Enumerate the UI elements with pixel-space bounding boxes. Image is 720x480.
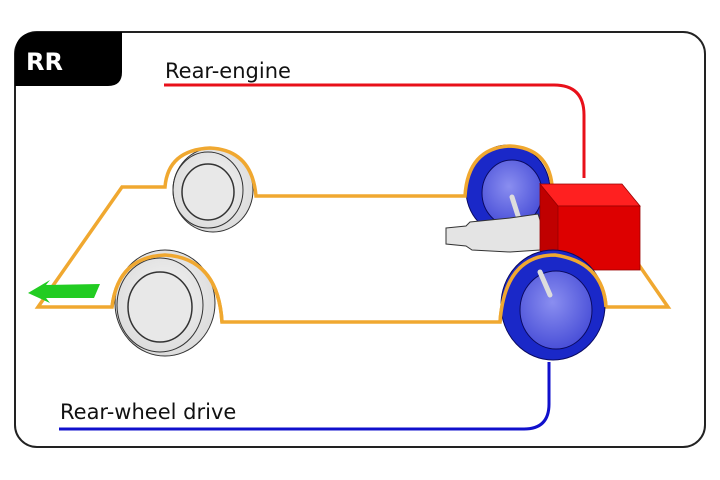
rear-wheel-far (465, 144, 551, 236)
drive-label: Rear-wheel drive (60, 400, 236, 424)
direction-arrow-icon (28, 280, 100, 303)
layout-badge-label: RR (26, 48, 63, 76)
engine-callout-line (164, 83, 586, 178)
drive-callout-line (59, 362, 551, 431)
layout-badge (15, 32, 122, 86)
front-wheel-far (172, 147, 254, 233)
rear-wheel-near (500, 249, 606, 361)
near-fender-arcs (110, 253, 608, 323)
engine-label: Rear-engine (165, 59, 291, 83)
front-wheel-near (114, 249, 216, 357)
